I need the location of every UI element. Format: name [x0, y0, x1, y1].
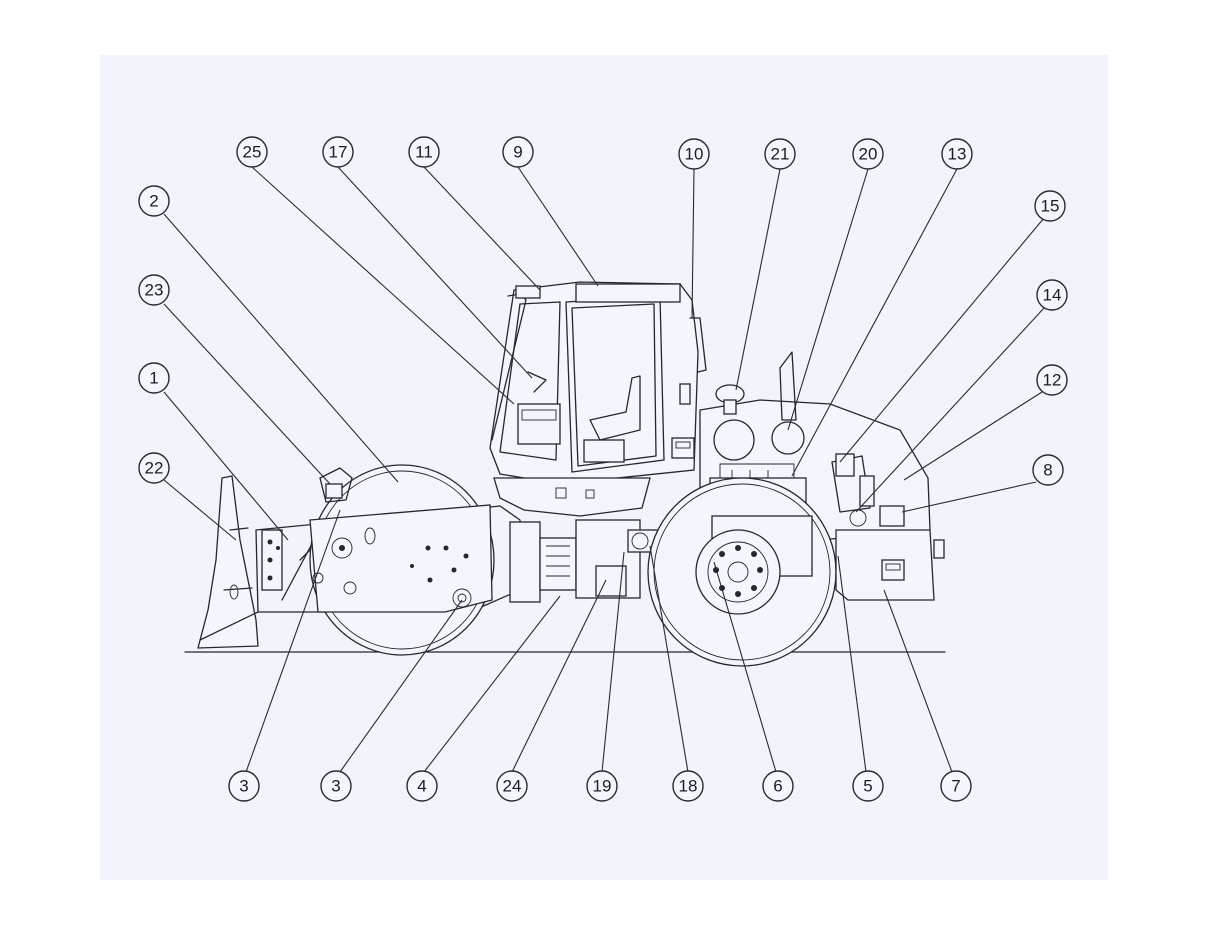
- callout-9: 9: [502, 136, 534, 168]
- callouts: 25 17 11 9 10 21 20 13 2 15 23 14 1 12 2…: [138, 136, 1068, 802]
- callout-24: 24: [496, 770, 528, 802]
- callout-label: 3: [331, 777, 340, 796]
- operator-cab: [489, 281, 707, 517]
- callout-label: 14: [1043, 286, 1062, 305]
- leader-lines: [163, 166, 1045, 773]
- callout-8: 8: [1032, 454, 1064, 486]
- callout-label: 17: [329, 143, 348, 162]
- dozer-blade: [197, 475, 283, 649]
- callout-22: 22: [138, 452, 170, 484]
- callout-23: 23: [138, 274, 170, 306]
- front-drum: [309, 464, 495, 656]
- callout-2: 2: [138, 185, 170, 217]
- callout-25: 25: [236, 136, 268, 168]
- callout-7: 7: [940, 770, 972, 802]
- callout-label: 3: [239, 777, 248, 796]
- callout-3b: 3: [320, 770, 352, 802]
- callout-label: 4: [417, 777, 426, 796]
- callout-label: 25: [243, 143, 262, 162]
- callout-label: 6: [773, 777, 782, 796]
- callout-12: 12: [1036, 364, 1068, 396]
- callout-1: 1: [138, 362, 170, 394]
- callout-label: 15: [1041, 197, 1060, 216]
- callout-20: 20: [852, 138, 884, 170]
- callout-11: 11: [408, 136, 440, 168]
- callout-label: 1: [149, 369, 158, 388]
- callout-label: 21: [771, 145, 790, 164]
- callout-21: 21: [764, 138, 796, 170]
- rear-counterweight: [835, 529, 945, 601]
- callout-label: 20: [859, 145, 878, 164]
- callout-label: 23: [145, 281, 164, 300]
- callout-6: 6: [762, 770, 794, 802]
- callout-15: 15: [1034, 190, 1066, 222]
- callout-4: 4: [406, 770, 438, 802]
- callout-label: 12: [1043, 371, 1062, 390]
- callout-10: 10: [678, 138, 710, 170]
- callout-label: 18: [679, 777, 698, 796]
- callout-label: 7: [951, 777, 960, 796]
- callout-label: 24: [503, 777, 522, 796]
- callout-3a: 3: [228, 770, 260, 802]
- callout-label: 10: [685, 145, 704, 164]
- callout-label: 9: [513, 143, 522, 162]
- callout-label: 11: [415, 143, 433, 162]
- rear-wheel: [647, 477, 837, 667]
- callout-18: 18: [672, 770, 704, 802]
- callout-5: 5: [852, 770, 884, 802]
- callout-label: 5: [863, 777, 872, 796]
- callout-19: 19: [586, 770, 618, 802]
- callout-14: 14: [1036, 279, 1068, 311]
- callout-label: 8: [1043, 461, 1052, 480]
- callout-label: 2: [149, 192, 158, 211]
- callout-13: 13: [941, 138, 973, 170]
- callout-label: 13: [948, 145, 967, 164]
- callout-17: 17: [322, 136, 354, 168]
- callout-label: 19: [593, 777, 612, 796]
- callout-label: 22: [145, 459, 164, 478]
